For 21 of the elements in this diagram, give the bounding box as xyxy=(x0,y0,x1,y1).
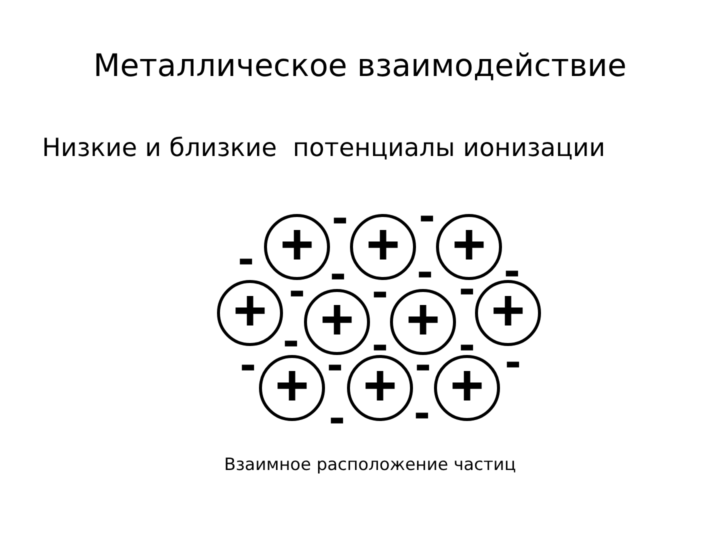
minus-sign: - xyxy=(238,235,254,283)
ion-circle xyxy=(259,355,325,421)
minus-sign: - xyxy=(414,389,430,437)
ion-circle xyxy=(475,280,541,346)
subtitle: Низкие и близкие потенциалы ионизации xyxy=(42,133,606,162)
ion-circle xyxy=(304,289,370,355)
figure-caption: Взаимное расположение частиц xyxy=(223,455,517,475)
ion-circle xyxy=(264,214,330,280)
ion-circle xyxy=(390,289,456,355)
ion-circle xyxy=(350,214,416,280)
minus-sign: - xyxy=(329,394,345,442)
minus-sign: - xyxy=(419,192,435,240)
slide-title: Металлическое взаимодействие xyxy=(92,48,628,84)
minus-sign: - xyxy=(332,194,348,242)
ion-circle xyxy=(347,355,413,421)
plus-sign: + xyxy=(233,282,267,340)
ion-circle xyxy=(217,280,283,346)
minus-sign: - xyxy=(240,341,256,389)
ion-circle xyxy=(434,355,500,421)
minus-sign: - xyxy=(505,338,521,386)
ion-circle xyxy=(436,214,502,280)
